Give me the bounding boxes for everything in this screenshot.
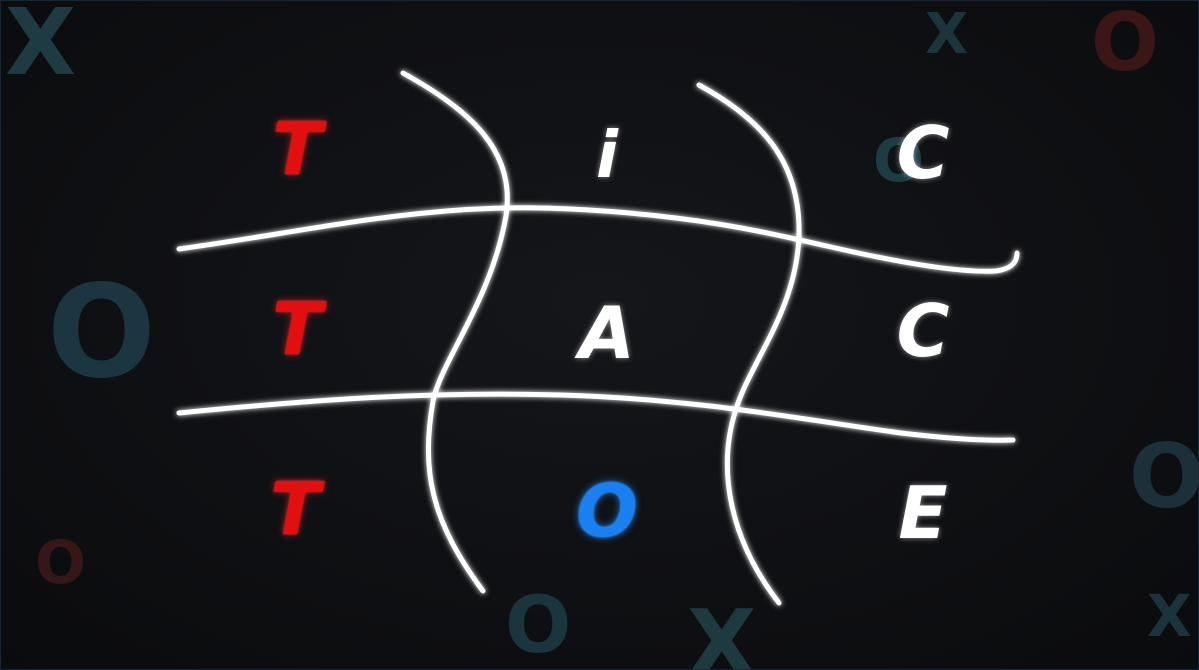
cell-r2c2-letter: A xyxy=(579,291,635,375)
bg-x-icon: X xyxy=(5,0,76,96)
cell-r3c1-letter: T xyxy=(270,467,320,551)
bg-o-icon: O xyxy=(1129,425,1199,528)
cell-r2c1-letter: T xyxy=(272,287,322,371)
cell-r1c1-letter: T xyxy=(272,107,322,191)
cell-r3c3-letter: E xyxy=(898,471,948,555)
bg-x-icon: X xyxy=(1147,582,1192,650)
bg-o-icon: O xyxy=(35,528,87,598)
bg-o-icon: O xyxy=(873,126,925,196)
bg-o-icon: O xyxy=(505,581,572,670)
cell-r3c2-letter: O xyxy=(576,469,638,553)
bg-o-icon: O xyxy=(1091,0,1160,89)
grid-line-horizontal-bottom xyxy=(176,391,1016,443)
cell-r2c3-letter: C xyxy=(896,289,950,373)
grid-line-vertical-right xyxy=(696,82,802,606)
cell-r1c3-letter: C xyxy=(896,111,950,195)
cell-r1c2-letter: i xyxy=(596,119,618,193)
grid-line-vertical-left xyxy=(400,70,510,594)
bg-o-icon: O xyxy=(47,258,156,407)
grid-line-horizontal-top xyxy=(176,205,1020,274)
bg-x-icon: X xyxy=(687,591,757,670)
bg-x-icon: X xyxy=(925,2,969,67)
